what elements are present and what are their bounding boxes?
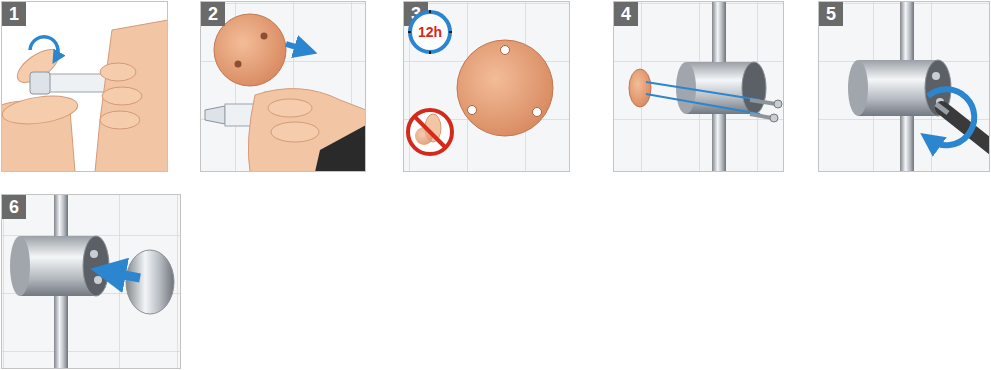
holder-mount-illustration-part: [770, 114, 778, 122]
cover-cap-illustration-part: [90, 250, 98, 258]
curing-wait-illustration-part: [415, 117, 445, 147]
screw-tighten-illustration-part: [818, 1, 990, 172]
step-number: 5: [819, 2, 843, 26]
step-number: 2: [201, 2, 225, 26]
adhesive-apply-illustration-part: [268, 99, 312, 117]
cover-cap-illustration: [1, 194, 181, 369]
clock-tick: [449, 31, 452, 33]
cover-cap-illustration-part: [94, 276, 102, 284]
cover-cap-illustration-part: [83, 236, 109, 296]
holder-mount-illustration-part: [750, 114, 772, 118]
adhesive-apply-illustration-part: [271, 122, 319, 142]
adhesive-apply-illustration-part: [261, 33, 268, 40]
tube-cap-illustration-part: [1, 92, 79, 128]
holder-mount-illustration-part: [774, 100, 782, 108]
screw-tighten-illustration-part: [932, 72, 940, 80]
curing-wait-illustration-part: [501, 46, 510, 55]
curing-wait-illustration-part: [468, 106, 477, 115]
curing-time-clock: 12h: [408, 10, 452, 54]
curing-wait-illustration-part: [457, 40, 553, 136]
holder-mount-illustration: [613, 1, 784, 172]
tube-cap-illustration-part: [95, 20, 168, 172]
clock-tick: [408, 31, 411, 33]
adhesive-apply-illustration-part: [248, 89, 366, 172]
clock-tick: [429, 10, 431, 13]
tube-cap-illustration-part: [100, 111, 140, 129]
adhesive-apply-illustration-part: [235, 61, 242, 68]
tube-cap-illustration-part: [102, 87, 142, 105]
adhesive-apply-illustration-part: [200, 1, 366, 172]
tube-cap-illustration-part: [30, 72, 50, 94]
holder-mount-illustration-part: [613, 1, 784, 172]
adhesive-apply-illustration-part: [205, 106, 225, 124]
duration-label: 12h: [408, 10, 452, 54]
tube-cap-illustration-part: [30, 37, 58, 58]
curing-wait-illustration-part: [408, 110, 452, 154]
step-panel: 4: [613, 1, 784, 172]
cover-cap-illustration-part: [126, 250, 174, 314]
step-panel: 6: [1, 194, 181, 369]
cover-cap-illustration-part: [108, 272, 140, 278]
clock-tick: [429, 51, 431, 54]
screw-tighten-illustration-part: [848, 60, 868, 116]
screw-tighten-illustration-part: [928, 89, 974, 145]
tube-cap-illustration-part: [100, 63, 136, 81]
holder-mount-illustration-part: [750, 100, 776, 104]
tube-cap-illustration-part: [1, 1, 168, 172]
cover-cap-illustration-part: [1, 194, 181, 369]
step-panel: 2: [200, 1, 366, 172]
curing-wait-illustration: [403, 1, 570, 172]
holder-mount-illustration-part: [646, 94, 760, 114]
screw-tighten-illustration: [818, 1, 990, 172]
step-panel: 5: [818, 1, 990, 172]
holder-mount-illustration-part: [629, 69, 651, 107]
adhesive-apply-illustration: [200, 1, 366, 172]
step-number: 6: [2, 195, 26, 219]
curing-wait-illustration-part: [403, 1, 570, 172]
adhesive-apply-illustration-part: [315, 125, 366, 172]
curing-wait-illustration-part: [533, 108, 542, 117]
screw-tighten-illustration-part: [936, 104, 948, 113]
tube-cap-illustration: [1, 1, 168, 172]
holder-mount-illustration-part: [742, 62, 766, 114]
step-panel: 312h: [403, 1, 570, 172]
cover-cap-illustration-part: [10, 236, 30, 296]
step-number: 1: [2, 2, 26, 26]
step-number: 4: [614, 2, 638, 26]
adhesive-apply-illustration-part: [286, 44, 306, 50]
step-panel: 1: [1, 1, 168, 172]
